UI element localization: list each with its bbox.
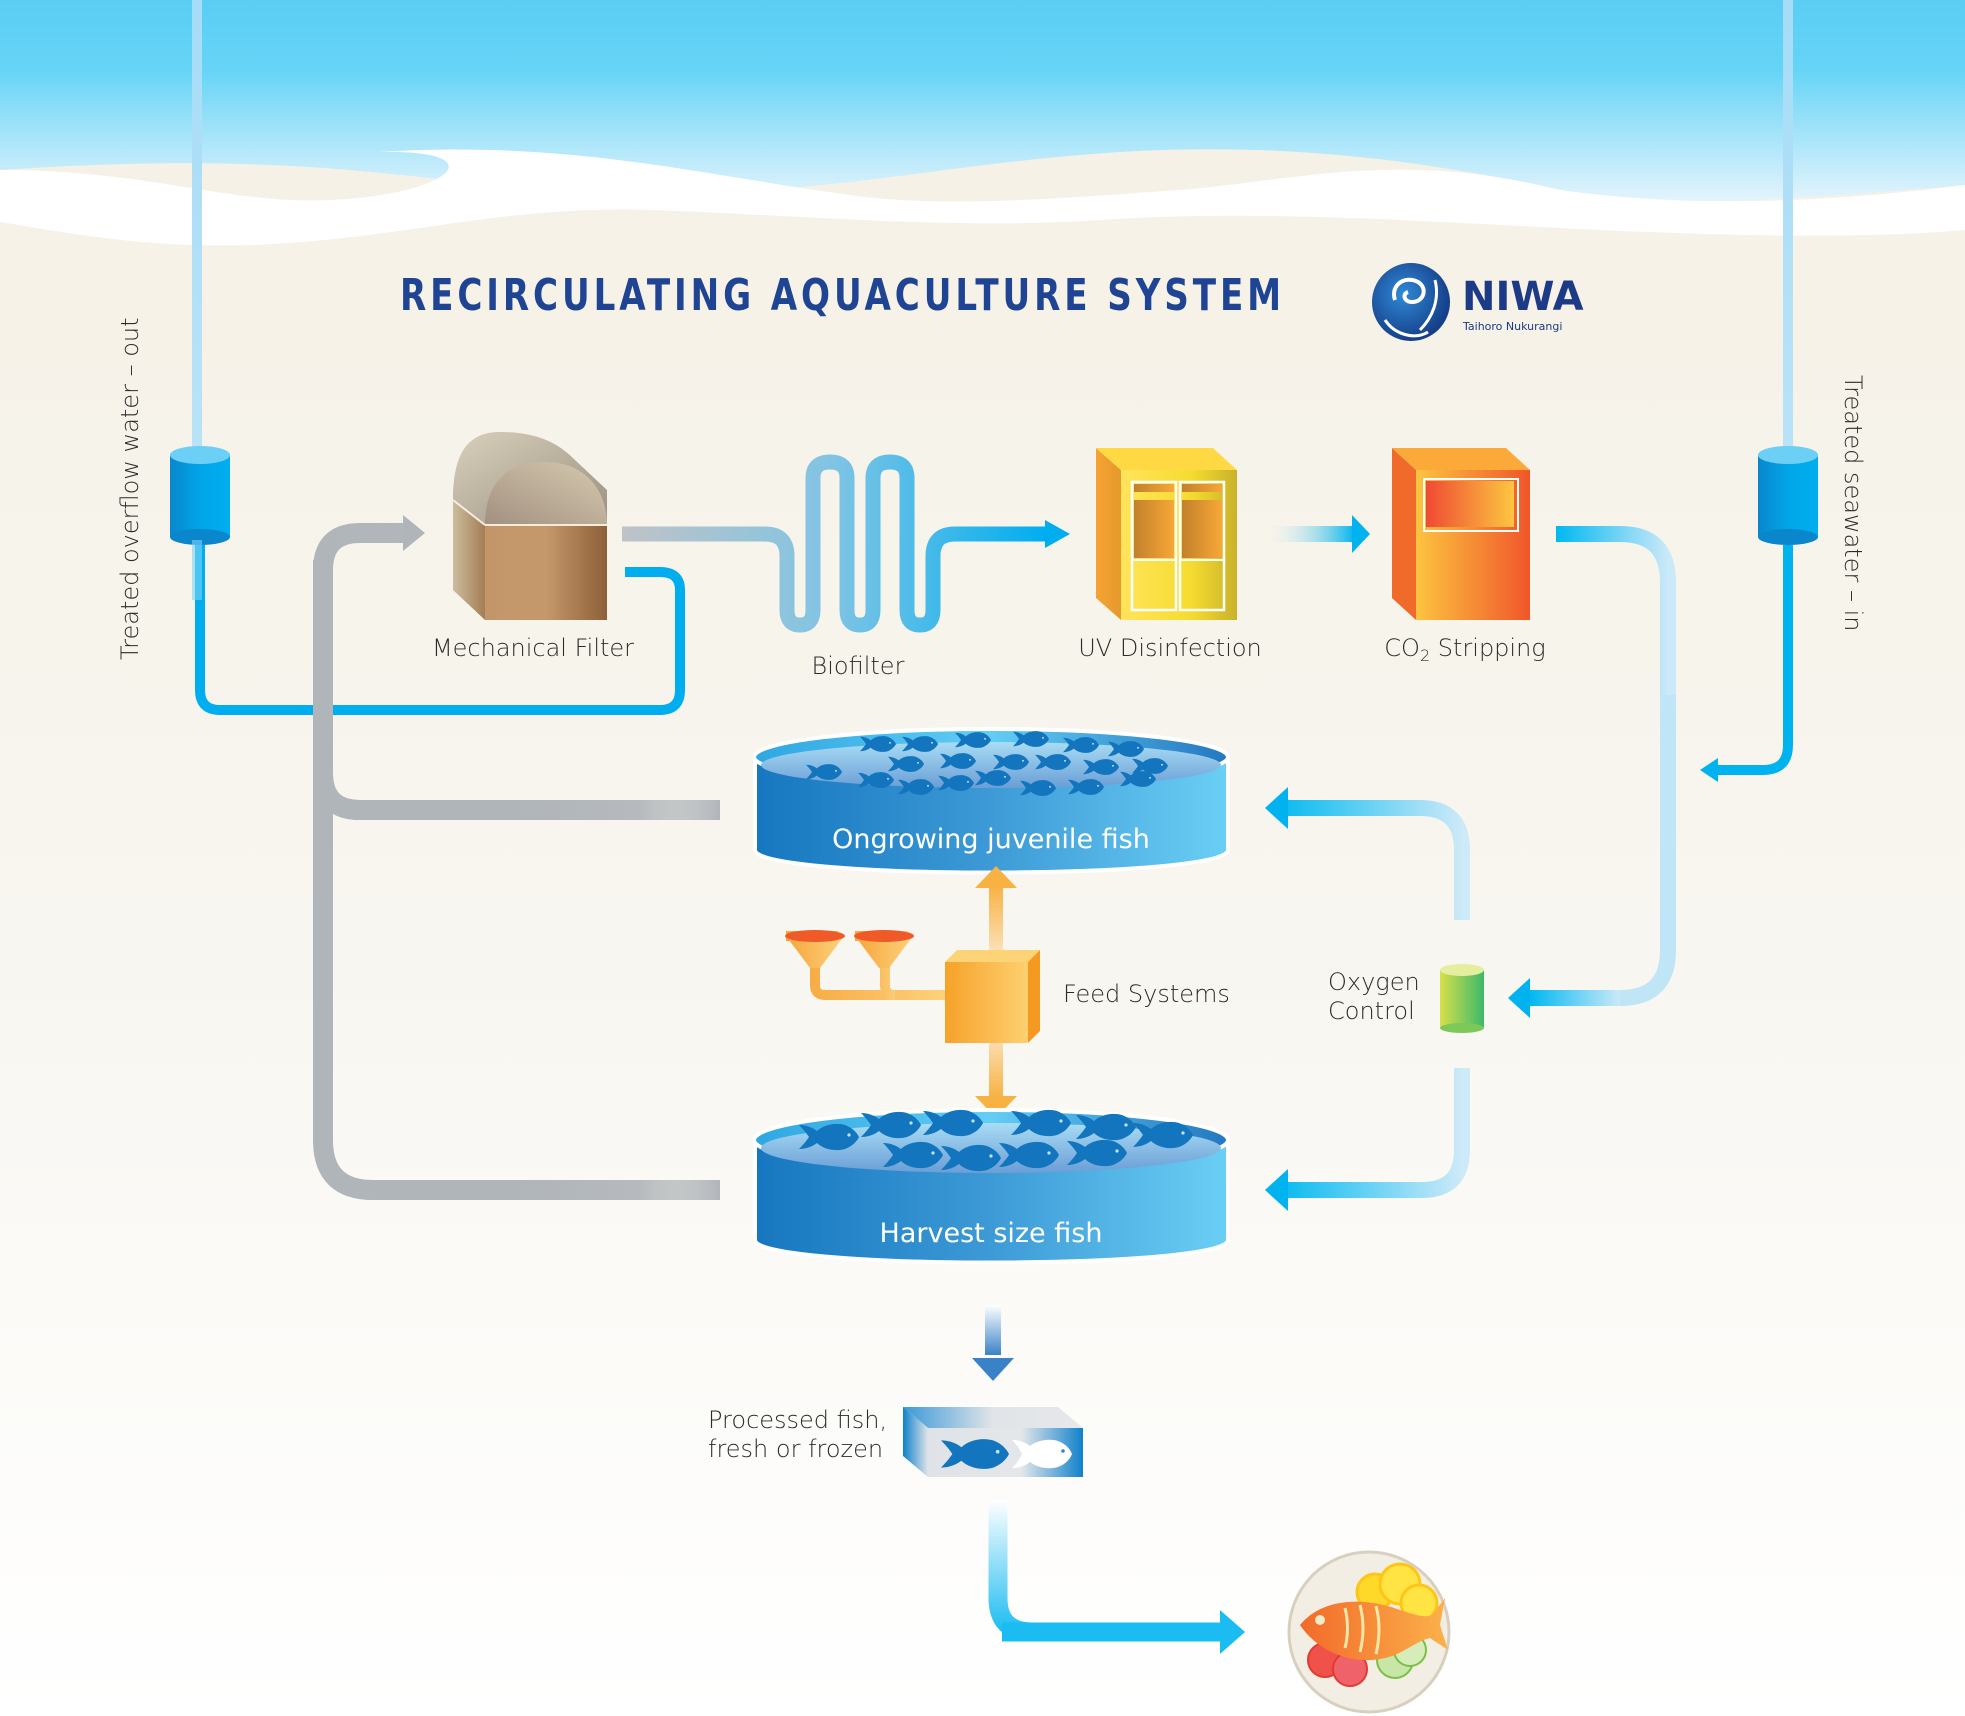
co2-outlet-pipe	[1556, 526, 1676, 695]
oxygen-cylinder-icon	[1440, 964, 1484, 1033]
uv-to-co2-pipe	[1265, 526, 1355, 542]
overflow-return-pipe	[195, 545, 685, 715]
harvest-tank	[752, 1108, 1230, 1265]
harvest-to-processing-pipe	[985, 1305, 1001, 1355]
juvenile-tank	[752, 727, 1230, 875]
niwa-logo: NIWA Taihoro Nukurangi	[1372, 263, 1584, 341]
to-oxygen-arrow-icon	[1508, 978, 1530, 1018]
page-title: RECIRCULATING AQUACULTURE SYSTEM	[400, 270, 1285, 321]
feed-hopper-icon	[785, 930, 945, 1000]
niwa-wordmark: NIWA	[1462, 274, 1584, 320]
feed-up-arrow-icon	[975, 866, 1017, 888]
seawater-in-pipe	[1783, 0, 1793, 450]
feed-system-box-icon	[945, 950, 1040, 1043]
overflow-out-pipe	[192, 0, 202, 450]
feed-down-arrow-icon	[975, 1096, 1017, 1118]
co2-stripping-label: CO2 Stripping	[1384, 634, 1545, 665]
grey-arrow-icon	[403, 515, 425, 551]
processed-fish-label-line1: Processed fish,	[708, 1406, 887, 1434]
fish-plate-icon	[1287, 1550, 1451, 1714]
oxygen-control-label-line2: Control	[1328, 997, 1415, 1025]
juvenile-tank-label: Ongrowing juvenile fish	[832, 824, 1150, 855]
to-harvest-arrow-icon	[1265, 1169, 1288, 1211]
to-processing-arrow-icon	[972, 1358, 1014, 1381]
seawater-arrow-icon	[1700, 758, 1718, 782]
seawater-valve-cylinder	[1758, 446, 1818, 545]
grey-return-loop	[313, 515, 720, 1200]
biofilter-icon	[622, 454, 1045, 633]
uv-to-co2-arrow-icon	[1352, 515, 1370, 553]
processed-fish-box-icon	[903, 1407, 1083, 1477]
oxygen-to-harvest-pipe	[1285, 1068, 1470, 1198]
oxygen-to-juvenile-pipe	[1285, 800, 1470, 920]
biofilter-out-arrow-icon	[1045, 520, 1070, 548]
seawater-in-label: Treated seawater – in	[1839, 375, 1867, 631]
mechanical-filter-icon	[452, 432, 607, 620]
to-dish-arrow-icon	[1220, 1610, 1245, 1654]
harvest-tank-label: Harvest size fish	[880, 1218, 1103, 1249]
feed-down-pipe	[989, 1038, 1003, 1098]
to-juvenile-arrow-icon	[1265, 787, 1288, 829]
uv-disinfection-icon	[1096, 448, 1237, 620]
niwa-tagline: Taihoro Nukurangi	[1462, 320, 1562, 333]
seawater-feed-pipe	[1715, 545, 1793, 775]
sea-surface	[0, 0, 1965, 246]
oxygen-control-label-line1: Oxygen	[1328, 968, 1420, 996]
feed-up-pipe	[989, 885, 1003, 950]
biofilter-label: Biofilter	[812, 652, 905, 680]
co2-stripping-icon	[1392, 448, 1530, 620]
oxygen-feed-pipe	[1530, 695, 1676, 1006]
overflow-valve-cylinder	[170, 446, 230, 545]
overflow-out-label: Treated overflow water – out	[116, 317, 144, 660]
feed-systems-label: Feed Systems	[1063, 980, 1230, 1008]
processed-fish-label-line2: fresh or frozen	[708, 1435, 883, 1463]
mechanical-filter-label: Mechanical Filter	[432, 634, 634, 662]
uv-disinfection-label: UV Disinfection	[1078, 634, 1262, 662]
